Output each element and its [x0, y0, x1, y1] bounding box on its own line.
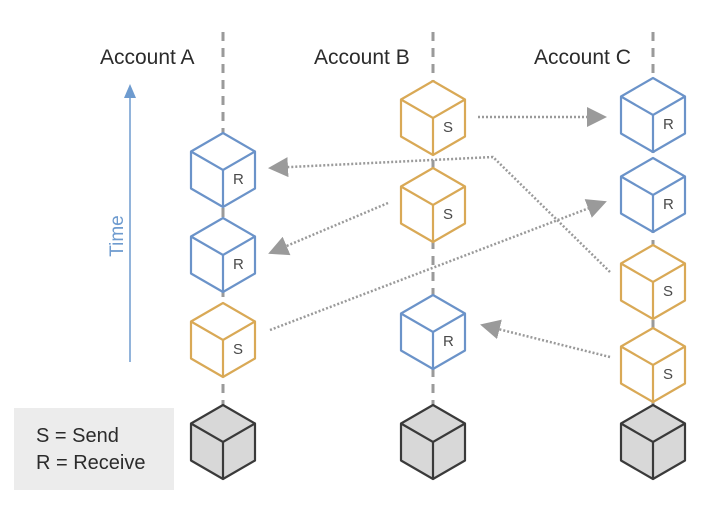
block-c-send-2: S — [619, 243, 687, 321]
block-c-genesis-0 — [619, 403, 687, 481]
block-a-receive-2: R — [189, 216, 257, 294]
block-b-send-2: S — [399, 166, 467, 244]
block-c-send-1: S — [619, 326, 687, 404]
block-letter: R — [233, 256, 244, 273]
block-letter: R — [233, 171, 244, 188]
block-letter: S — [233, 341, 243, 358]
account-c-label: Account C — [534, 46, 631, 69]
transfer-arrow-3 — [268, 155, 611, 273]
block-c-receive-3: R — [619, 156, 687, 234]
block-a-receive-3: R — [189, 131, 257, 209]
block-letter: R — [663, 196, 674, 213]
account-b-label: Account B — [314, 46, 410, 69]
legend-receive: R = Receive — [36, 452, 146, 474]
block-b-receive-1: R — [399, 293, 467, 371]
legend-box — [14, 408, 174, 490]
block-b-send-3: S — [399, 79, 467, 157]
time-axis-label: Time — [107, 215, 128, 257]
block-letter: R — [663, 116, 674, 133]
account-a-label: Account A — [100, 46, 195, 69]
block-c-receive-4: R — [619, 76, 687, 154]
transfer-arrows — [268, 107, 611, 359]
block-letter: S — [443, 119, 453, 136]
block-letter: S — [663, 366, 673, 383]
block-a-genesis-0 — [189, 403, 257, 481]
legend-send: S = Send — [36, 425, 119, 447]
transfer-arrow-2 — [268, 201, 389, 256]
transfer-arrow-4 — [480, 319, 611, 359]
block-letter: S — [663, 283, 673, 300]
time-axis-arrow-icon — [124, 84, 136, 98]
block-letter: S — [443, 206, 453, 223]
blocks: S R R R S S S S R R — [189, 76, 687, 481]
block-b-genesis-0 — [399, 403, 467, 481]
block-a-send-1: S — [189, 301, 257, 379]
block-letter: R — [443, 333, 454, 350]
